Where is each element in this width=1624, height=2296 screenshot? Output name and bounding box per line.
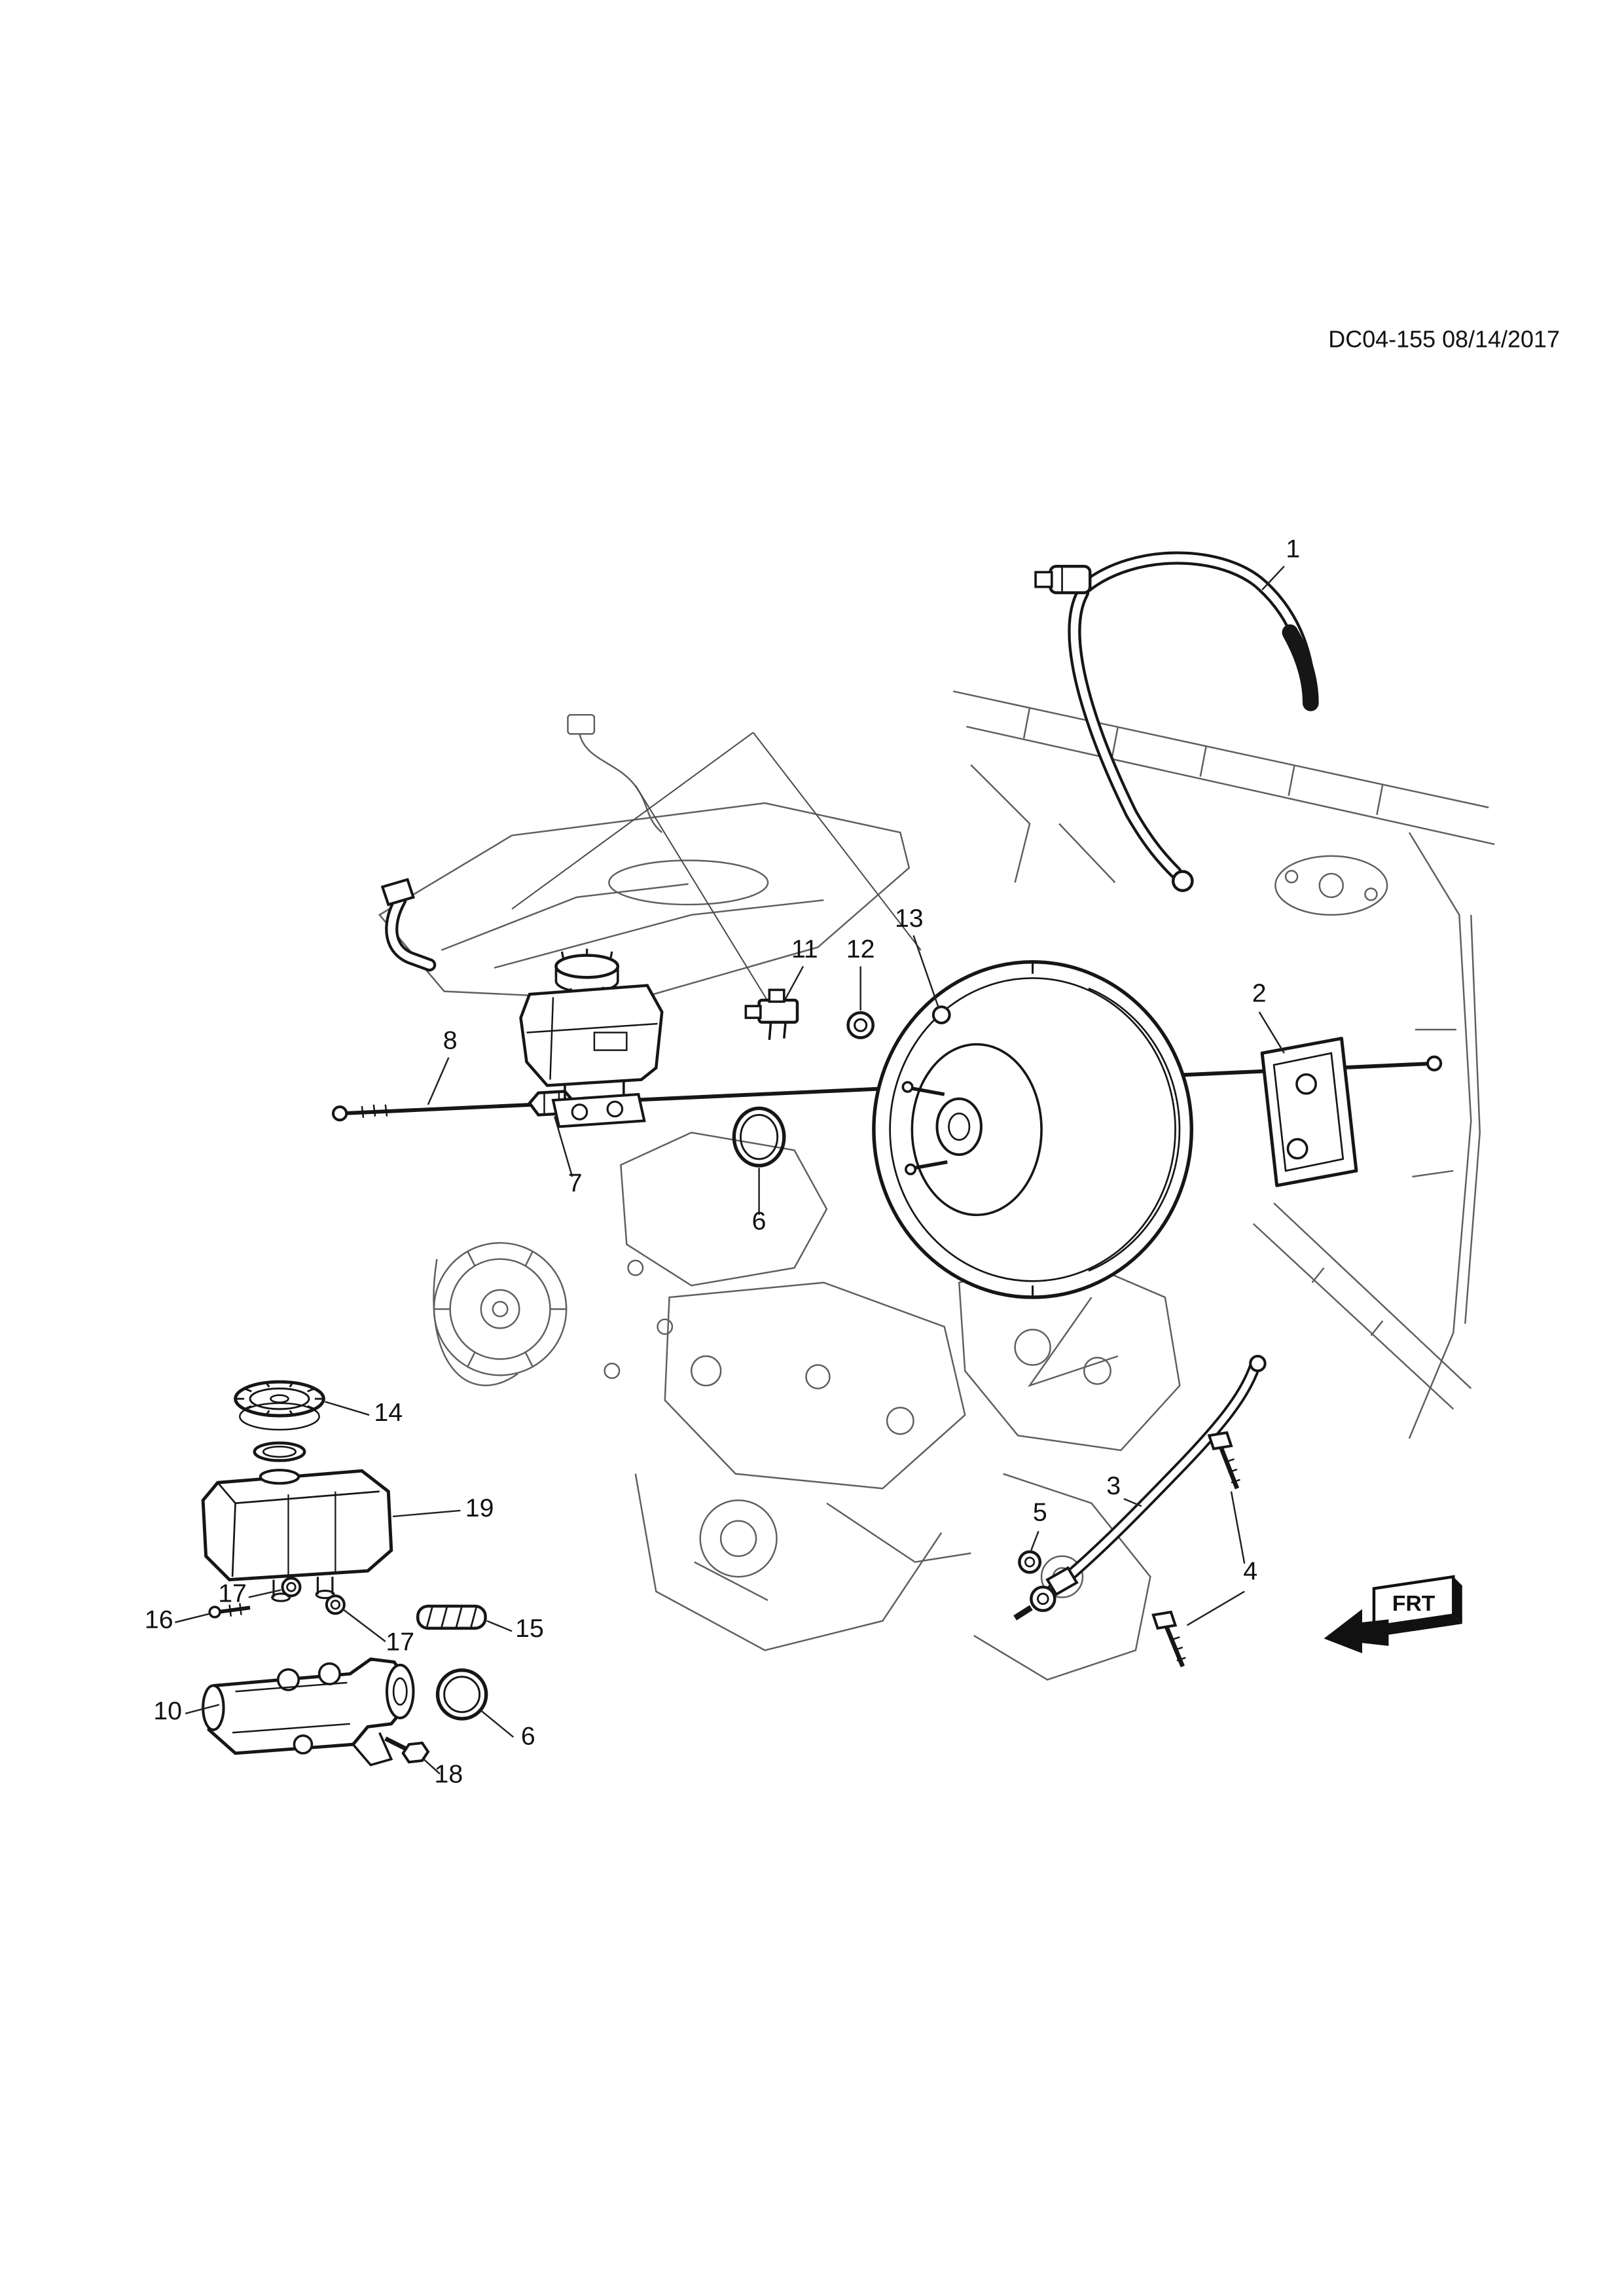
callout-8: 8 xyxy=(443,1026,458,1054)
part-retainer-clip xyxy=(1018,1550,1042,1574)
callout-18: 18 xyxy=(435,1760,463,1789)
frt-arrow-icon xyxy=(1324,1609,1389,1653)
callout-16: 16 xyxy=(145,1605,173,1634)
callout-3: 3 xyxy=(1106,1471,1121,1500)
callout-6-rear: 6 xyxy=(521,1721,535,1750)
leader-17b xyxy=(342,1608,386,1642)
part-o-ring-rear xyxy=(435,1668,488,1721)
callout-10: 10 xyxy=(153,1696,182,1725)
leader-15 xyxy=(486,1620,513,1632)
callout-7: 7 xyxy=(568,1168,583,1197)
part-master-cylinder-body xyxy=(202,1657,415,1767)
callout-17-upper: 17 xyxy=(218,1579,247,1607)
callout-labels: 1 2 3 4 5 6 6 7 8 10 11 12 13 14 15 16 1… xyxy=(145,535,1300,1789)
leader-14 xyxy=(325,1401,370,1416)
part-plug xyxy=(384,1736,430,1764)
leader-4b xyxy=(1186,1590,1245,1626)
part-o-ring-front xyxy=(732,1106,786,1168)
frt-indicator: FRT xyxy=(1324,1575,1462,1653)
document-id: DC04-155 08/14/2017 xyxy=(1328,325,1560,352)
background-hose xyxy=(380,878,437,972)
part-grommet-b xyxy=(325,1594,346,1615)
callout-11: 11 xyxy=(791,935,818,963)
part-seal-washer xyxy=(846,1011,875,1039)
part-vacuum-hose xyxy=(1034,551,1319,892)
leader-10 xyxy=(185,1704,220,1715)
leader-13 xyxy=(912,935,939,1008)
leader-2 xyxy=(1258,1011,1285,1054)
leader-18 xyxy=(423,1758,441,1775)
leader-4a xyxy=(1230,1491,1246,1564)
part-vacuum-pipe xyxy=(1013,1354,1267,1621)
callout-12: 12 xyxy=(846,935,875,963)
leader-5 xyxy=(1030,1530,1039,1551)
leader-lines xyxy=(175,565,1285,1775)
part-roll-pin xyxy=(416,1604,487,1630)
callout-6-front: 6 xyxy=(752,1207,767,1236)
leader-6b xyxy=(480,1710,514,1738)
reservoir-in-situ xyxy=(519,948,664,1128)
part-fluid-level-sensor xyxy=(744,988,799,1040)
engine-background xyxy=(378,691,1495,1681)
callout-13: 13 xyxy=(895,904,924,933)
callout-19: 19 xyxy=(465,1494,494,1522)
frt-flag-side xyxy=(1453,1577,1462,1624)
leader-16 xyxy=(175,1613,211,1623)
leader-19 xyxy=(392,1509,461,1518)
leader-8 xyxy=(427,1057,450,1105)
callout-2: 2 xyxy=(1252,978,1267,1007)
part-bolt-lower xyxy=(1151,1610,1186,1668)
part-gasket xyxy=(1260,1037,1358,1187)
part-reservoir-cap xyxy=(234,1380,325,1462)
callout-4: 4 xyxy=(1243,1557,1257,1586)
callout-5: 5 xyxy=(1033,1498,1047,1527)
part-grommet-a xyxy=(281,1577,302,1598)
part-bleeder-stud xyxy=(208,1603,251,1619)
frt-flag-bottom xyxy=(1373,1615,1462,1636)
callout-1: 1 xyxy=(1286,535,1300,564)
leader-7 xyxy=(554,1116,573,1177)
part-brake-booster xyxy=(872,960,1193,1299)
callout-15: 15 xyxy=(515,1614,544,1643)
leader-17a xyxy=(248,1589,281,1598)
leader-11 xyxy=(784,965,804,999)
master-cylinder-group xyxy=(201,1380,488,1767)
callout-14: 14 xyxy=(374,1398,403,1427)
callout-17-lower: 17 xyxy=(386,1627,414,1656)
frt-label: FRT xyxy=(1392,1591,1435,1616)
leader-3 xyxy=(1123,1498,1142,1507)
part-bolt-upper xyxy=(1207,1431,1240,1490)
leader-1 xyxy=(1261,565,1285,591)
pointer-lines xyxy=(511,732,922,1007)
